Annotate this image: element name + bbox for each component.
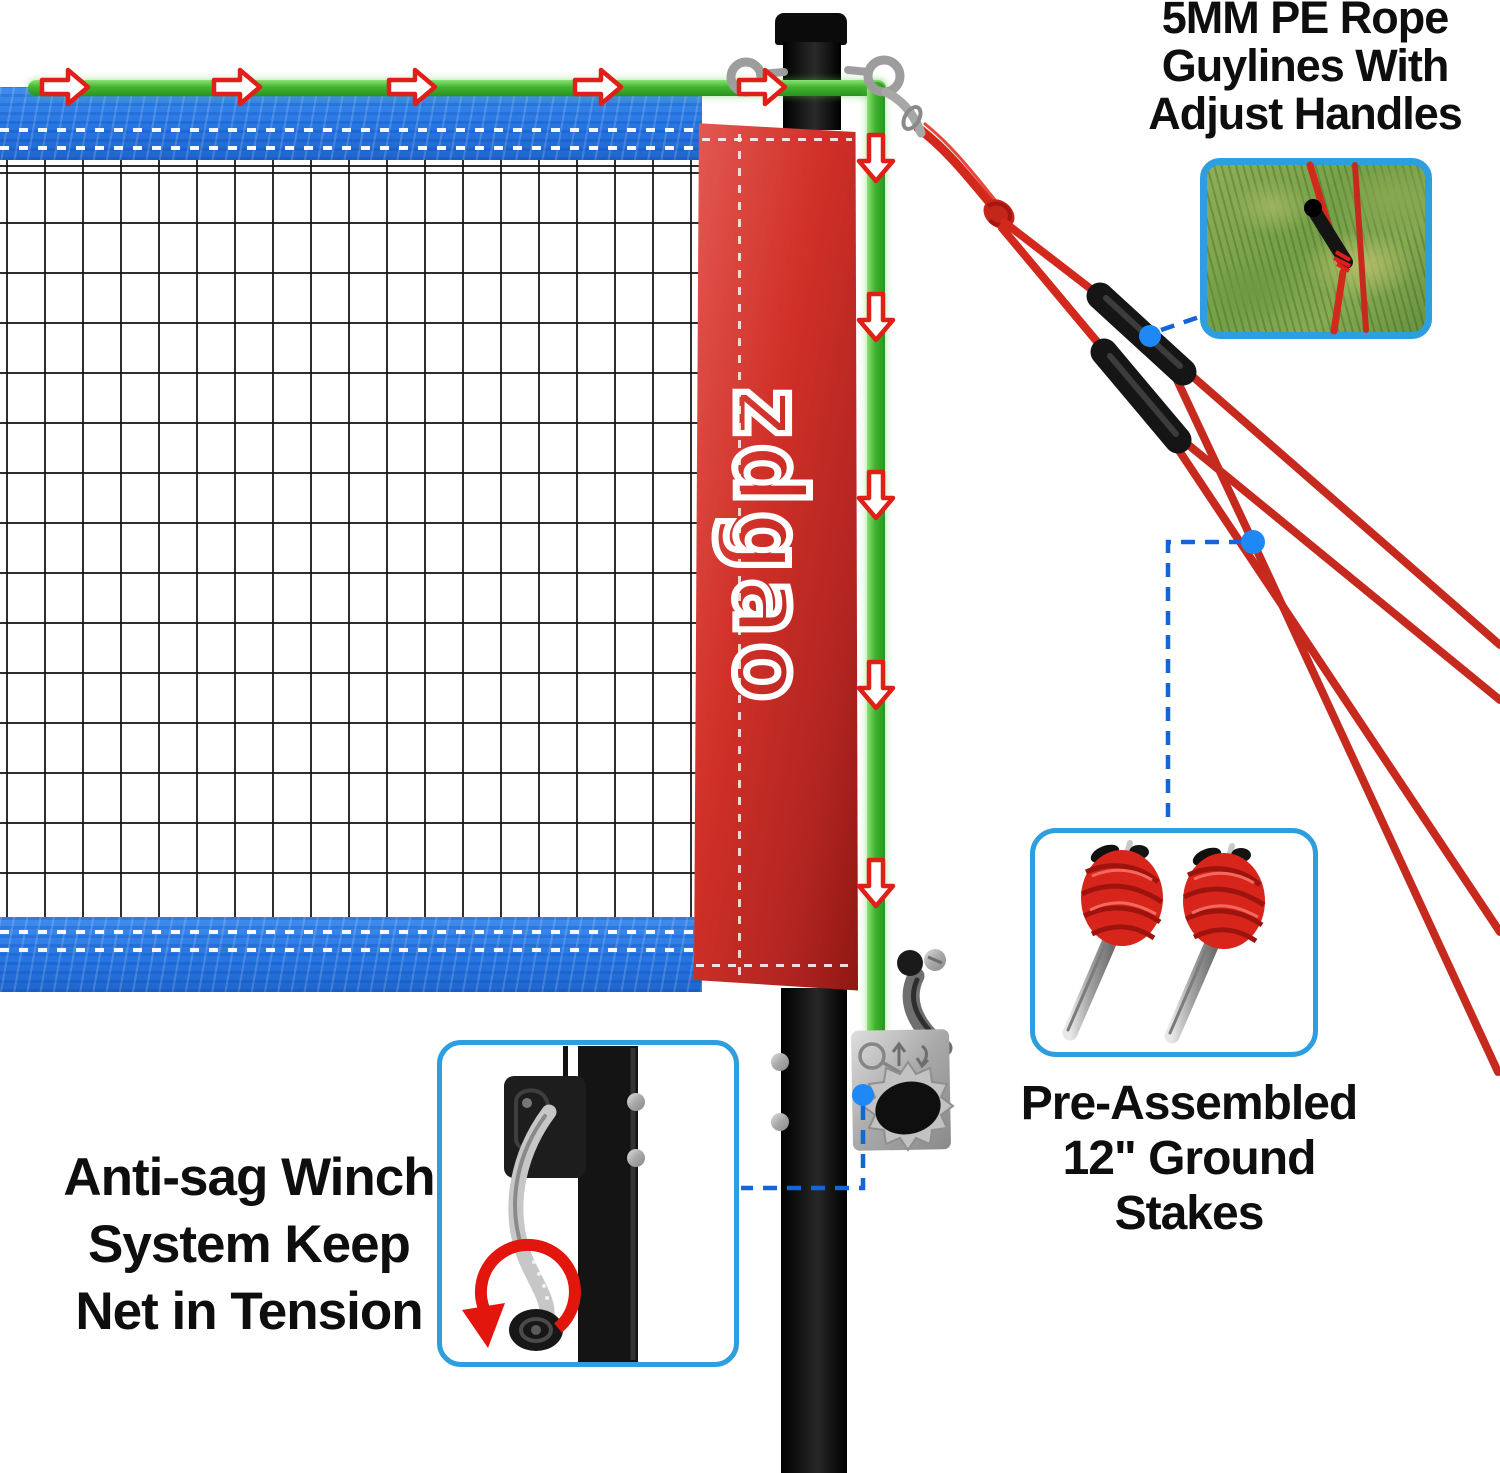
pole-rivet [771, 1053, 789, 1071]
carabiner-clasp-icon [881, 87, 926, 138]
ground-stake-icon [1068, 841, 1163, 1033]
winch-label: Anti-sag Winch System Keep Net in Tensio… [63, 1148, 435, 1341]
ground-stake-icon [1170, 844, 1265, 1036]
down-arrow-icon [859, 662, 893, 708]
net-top-tape [0, 87, 702, 160]
brand-text: zdgao [713, 388, 825, 708]
pole-rivet [771, 1113, 789, 1131]
tape-stitching [0, 128, 702, 132]
winch-direction-glyphs [891, 1041, 930, 1069]
net-bottom-tape [0, 917, 702, 992]
tape-stitching [0, 948, 702, 952]
pole-pad [694, 123, 858, 991]
grass-stake-photo-inset [1200, 158, 1432, 339]
tape-stitching [0, 146, 702, 150]
hook-icon [844, 55, 905, 97]
callout-dot [852, 1084, 874, 1106]
pad-stitching [696, 964, 856, 967]
adjust-handle [1090, 338, 1192, 454]
winch-inset-contents [462, 1046, 645, 1362]
net-mesh [0, 160, 700, 917]
guyline-ropes [913, 122, 1500, 1076]
pad-stitching [702, 138, 852, 141]
stakes-label: Pre-Assembled 12" Ground Stakes [1020, 1077, 1358, 1240]
pad-stitching [738, 134, 741, 980]
down-arrow-icon [859, 135, 893, 181]
callout-dashed-lines [741, 314, 1243, 1191]
main-pole [781, 988, 847, 1473]
callout-dot [1139, 325, 1161, 347]
pole-cap [775, 13, 847, 45]
tape-stitching [0, 930, 702, 934]
guylines-label: 5MM PE Rope Guylines With Adjust Handles [1148, 0, 1463, 139]
winch-icon [851, 949, 955, 1152]
callout-dot [1241, 530, 1265, 554]
right-arrow-icon [389, 70, 435, 104]
rotation-arrow-icon [462, 1238, 581, 1348]
right-arrow-icon [214, 70, 260, 104]
right-arrow-icon [575, 70, 621, 104]
right-arrow-icon [42, 70, 88, 104]
down-arrow-icon [859, 294, 893, 340]
down-arrow-icon [859, 860, 893, 906]
down-arrow-icon [859, 472, 893, 518]
grass-inset-rope-and-stake [1304, 161, 1369, 335]
